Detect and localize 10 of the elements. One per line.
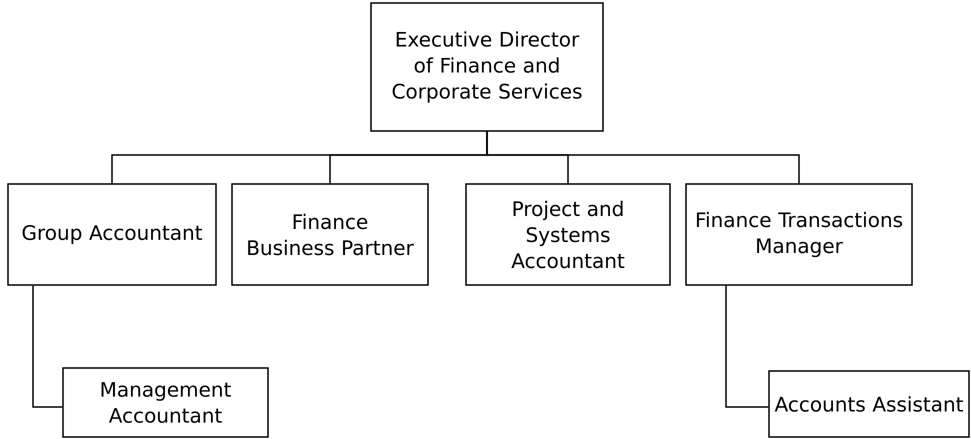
connector-line: [725, 286, 768, 408]
position-box: Management Accountant: [62, 367, 269, 438]
position-box: Finance Business Partner: [231, 183, 429, 286]
position-box: Finance Transactions Manager: [685, 183, 913, 286]
position-box: Group Accountant: [7, 183, 217, 286]
position-box: Project and Systems Accountant: [465, 183, 671, 286]
position-box: Accounts Assistant: [768, 370, 970, 438]
position-box: Executive Director of Finance and Corporate Services: [370, 2, 604, 132]
connector-line: [32, 286, 62, 408]
connector-line: [486, 132, 800, 184]
